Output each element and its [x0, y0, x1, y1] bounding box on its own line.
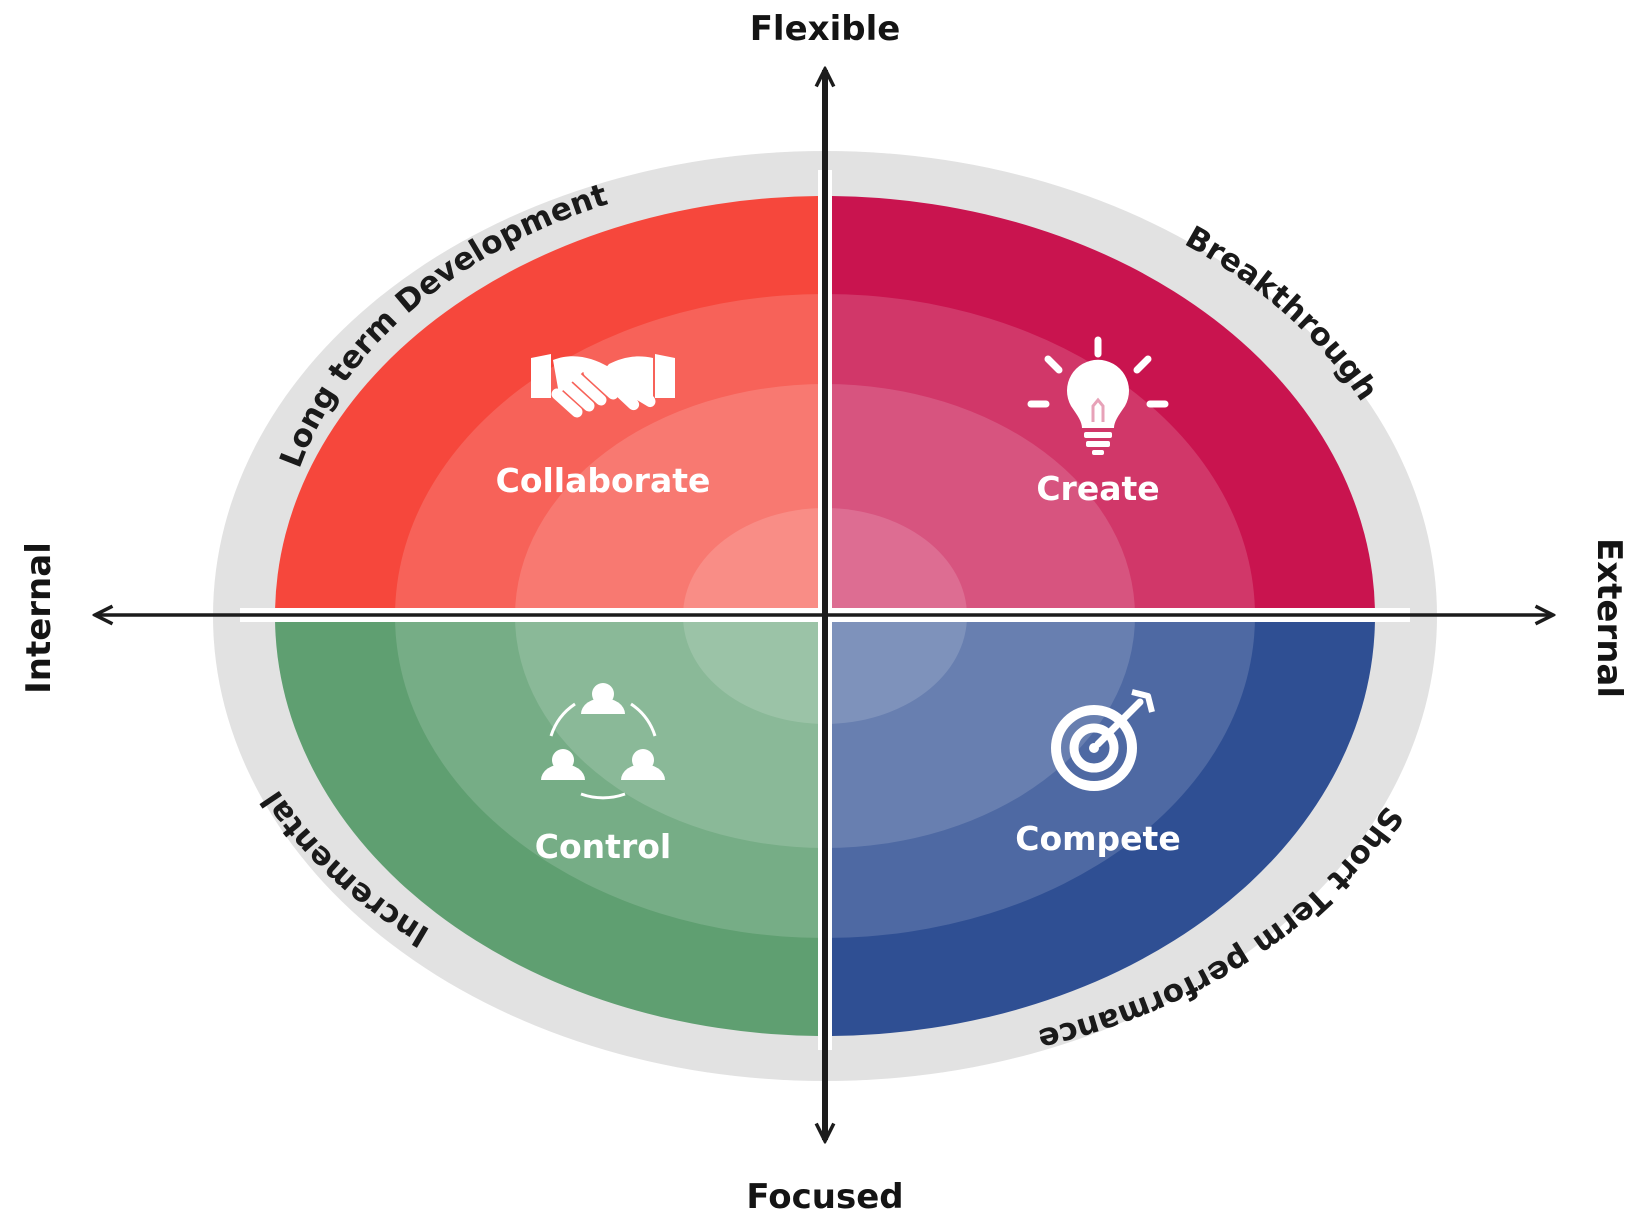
quadrant-bottom-left — [275, 622, 818, 1036]
axis-label-bottom: Focused — [746, 1177, 903, 1217]
quadrant-top-left — [275, 196, 818, 608]
quadrant-label-collaborate: Collaborate — [496, 461, 711, 500]
quadrant-label-control: Control — [535, 827, 671, 866]
quadrant-label-create: Create — [1036, 469, 1159, 508]
axis-label-top: Flexible — [750, 9, 901, 49]
team-cycle-icon — [541, 683, 665, 800]
quadrant-bottom-right — [832, 622, 1375, 1036]
axis-label-right: External — [1589, 538, 1629, 698]
lightbulb-icon — [1027, 336, 1169, 455]
axis-label-left: Internal — [19, 542, 59, 694]
target-icon — [1051, 689, 1155, 791]
handshake-icon — [531, 354, 675, 418]
quadrant-label-compete: Compete — [1015, 819, 1180, 858]
